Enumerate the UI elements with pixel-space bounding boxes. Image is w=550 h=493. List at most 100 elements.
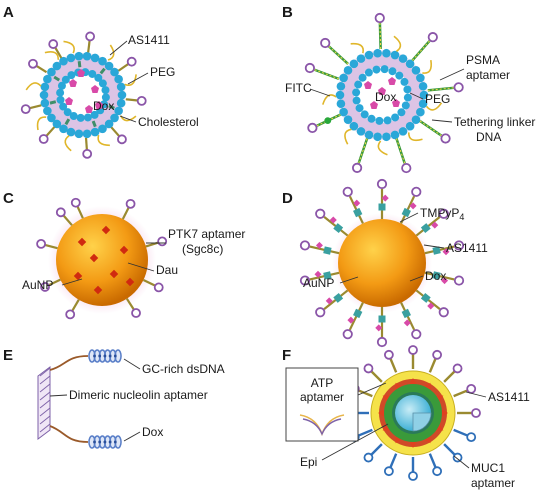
muc1-aptamer-stem: [453, 428, 468, 437]
leader-dau: [127, 262, 155, 272]
cholesterol: [99, 67, 106, 75]
panel-a: A AS1411 PEG Dox Cholesterol: [3, 4, 199, 159]
as1411-stem: [389, 358, 398, 373]
lipid-head-inner: [83, 113, 92, 122]
lipid-head-outer: [356, 127, 366, 136]
muc1-aptamer-loop: [383, 466, 394, 477]
label-dau: Dau: [156, 263, 178, 277]
lipid-head-inner: [57, 81, 66, 90]
ptk7-aptamer-stem: [48, 278, 61, 287]
ptk7-aptamer-loop: [40, 282, 50, 292]
leader-as1411-a: [109, 40, 128, 56]
lipid-head-outer: [39, 90, 49, 100]
linker-hatch: [314, 69, 340, 80]
dox-intercalated: [103, 440, 107, 444]
peg-chain: [322, 94, 337, 105]
linker-hatch: [379, 23, 382, 50]
label-peg-a: PEG: [150, 65, 175, 79]
peg-chain: [407, 132, 423, 142]
lipid-head-inner: [56, 88, 65, 97]
dox-drug: [325, 297, 333, 305]
dox-intercalated: [113, 440, 117, 444]
gc-rich-dsdna-bottom: [88, 435, 122, 449]
lipid-head-inner: [354, 80, 363, 89]
tmpyp4: [420, 292, 431, 303]
ptk7-aptamer-loop: [70, 197, 81, 208]
epi-drug: [436, 395, 444, 402]
lipid-head-inner: [364, 68, 373, 77]
lipid-head-inner: [358, 73, 367, 82]
aptamer-hatch: [39, 391, 51, 401]
leader-dox-d: [409, 275, 424, 282]
peg-chain: [97, 134, 110, 147]
dox-drug: [431, 221, 439, 229]
ptk7-aptamer-loop: [153, 282, 164, 293]
lipid-head-inner: [401, 101, 410, 110]
as1411-loop: [315, 208, 326, 219]
psma-aptamer-loop: [352, 162, 363, 173]
silica-nanoparticle-f: [345, 345, 481, 481]
ptk7-aptamer-loop: [55, 207, 66, 218]
lipid-head-outer: [43, 106, 52, 116]
lipid-head-outer: [59, 124, 68, 134]
tmpyp4: [323, 271, 332, 280]
muc1-aptamer-loop: [363, 452, 374, 463]
aptamer-as1411-loop: [117, 134, 127, 145]
epi-drug: [382, 424, 390, 431]
lipid-head-inner: [69, 112, 78, 121]
peg-chain: [64, 135, 72, 152]
drug-dox: [388, 77, 396, 85]
dox-drug: [329, 216, 337, 224]
as1411-loop: [299, 240, 311, 251]
lipid-head-outer: [390, 50, 400, 60]
lipid-head-outer: [405, 121, 415, 131]
as1411-stem: [443, 370, 456, 383]
lipid-head-outer: [373, 132, 382, 142]
tmpyp4: [353, 308, 363, 319]
as1411-loop: [376, 178, 388, 190]
lipid-head-inner: [400, 77, 409, 86]
drug-dox: [95, 101, 103, 109]
as1411-loop: [452, 363, 463, 374]
aptamer-hatch: [39, 407, 51, 417]
panel-f-letter: F: [282, 347, 291, 364]
as1411-loop: [411, 329, 422, 340]
linker-hatch: [411, 40, 430, 61]
muc1-aptamer-loop: [432, 466, 443, 477]
ptk7-aptamer-loop: [131, 308, 141, 318]
as1411-loop: [453, 240, 465, 251]
leader-atp: [357, 382, 387, 396]
muc1-aptamer-stem: [370, 443, 383, 456]
aptamer-hatch: [39, 375, 51, 385]
aptamer-as1411-loop: [38, 134, 49, 144]
lipid-head-outer: [405, 59, 415, 69]
ptk7-aptamer-loop: [157, 236, 168, 247]
aptamer-hatch: [39, 415, 51, 425]
label-aunp-d: AuNP: [303, 276, 334, 290]
lipid-head-inner: [360, 110, 369, 119]
leader-aunp-c: [61, 278, 83, 286]
lipid-head-outer: [416, 107, 425, 117]
ptk7-aptamer-loop: [125, 198, 136, 209]
as1411-loop: [411, 186, 422, 197]
tmpyp4: [401, 207, 411, 218]
aptamer-as1411-stem: [45, 126, 56, 137]
as1411-stem: [428, 358, 437, 373]
muc1-aptamer-stem: [428, 453, 437, 468]
dox-drug: [442, 248, 450, 256]
linker-hatch: [419, 120, 442, 137]
dox-drug: [409, 202, 417, 210]
dox-drug: [403, 319, 411, 327]
lipid-head-outer: [82, 51, 92, 61]
lipid-head-inner: [88, 69, 97, 78]
lipid-head-inner: [352, 96, 361, 105]
ptk7-aptamer-stem: [76, 205, 84, 219]
label-dox-d: Dox: [425, 269, 446, 283]
lipid-head-inner: [388, 67, 397, 76]
leader-psma: [439, 68, 465, 81]
lipid-head-outer: [52, 119, 62, 129]
peg-chain: [107, 44, 115, 61]
lipid-head-inner: [372, 65, 381, 74]
leader-as1411-d: [423, 244, 445, 249]
